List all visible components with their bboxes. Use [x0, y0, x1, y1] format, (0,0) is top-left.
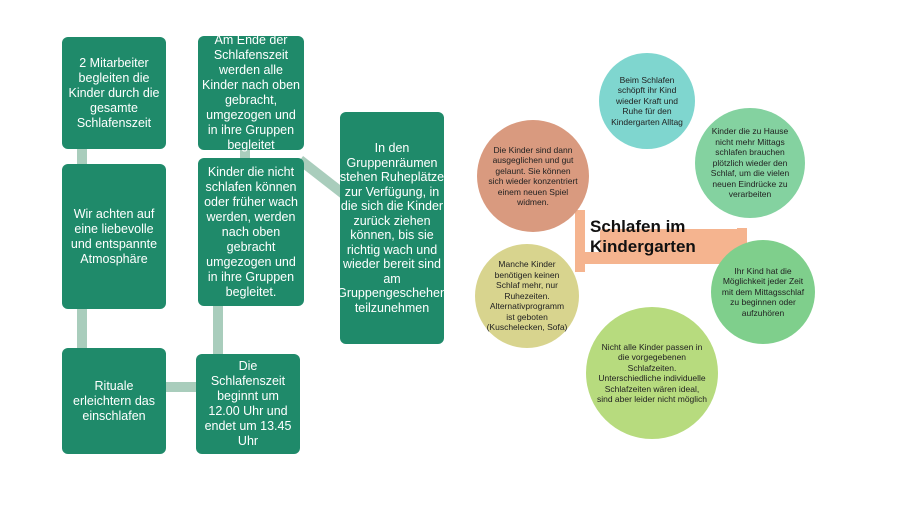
flow-box-group-rooms: In den Gruppenräumen stehen Ruheplätze z… — [337, 112, 447, 344]
connector — [213, 305, 223, 355]
connector — [240, 148, 250, 160]
circle-choice: Ihr Kind hat die Möglichkeit jeder Zeit … — [711, 240, 815, 344]
connector — [77, 145, 87, 167]
circle-balanced: Die Kinder sind dann ausgeglichen und gu… — [477, 120, 589, 232]
flow-box-early-wake: Kinder die nicht schlafen können oder fr… — [198, 158, 304, 306]
connector — [164, 382, 198, 392]
flow-box-rituals: Rituale erleichtern das einschlafen — [62, 348, 166, 454]
circle-strength: Beim Schlafen schöpft ihr Kind wieder Kr… — [599, 53, 695, 149]
circle-impressions: Kinder die zu Hause nicht mehr Mittags s… — [695, 108, 805, 218]
flow-box-staff: 2 Mitarbeiter begleiten die Kinder durch… — [62, 37, 166, 149]
bed-headboard — [575, 210, 585, 272]
cycle-title: Schlafen im Kindergarten — [590, 217, 696, 256]
connector — [77, 307, 87, 350]
flow-box-atmosphere: Wir achten auf eine liebevolle und entsp… — [62, 164, 166, 309]
circle-schedule: Nicht alle Kinder passen in die vorgegeb… — [586, 307, 718, 439]
flow-box-end-of-nap: Am Ende der Schlafenszeit werden alle Ki… — [198, 33, 304, 152]
circle-rest: Manche Kinder benötigen keinen Schlaf me… — [475, 244, 579, 348]
flow-box-sleep-time: Die Schlafenszeit beginnt um 12.00 Uhr u… — [196, 354, 300, 454]
